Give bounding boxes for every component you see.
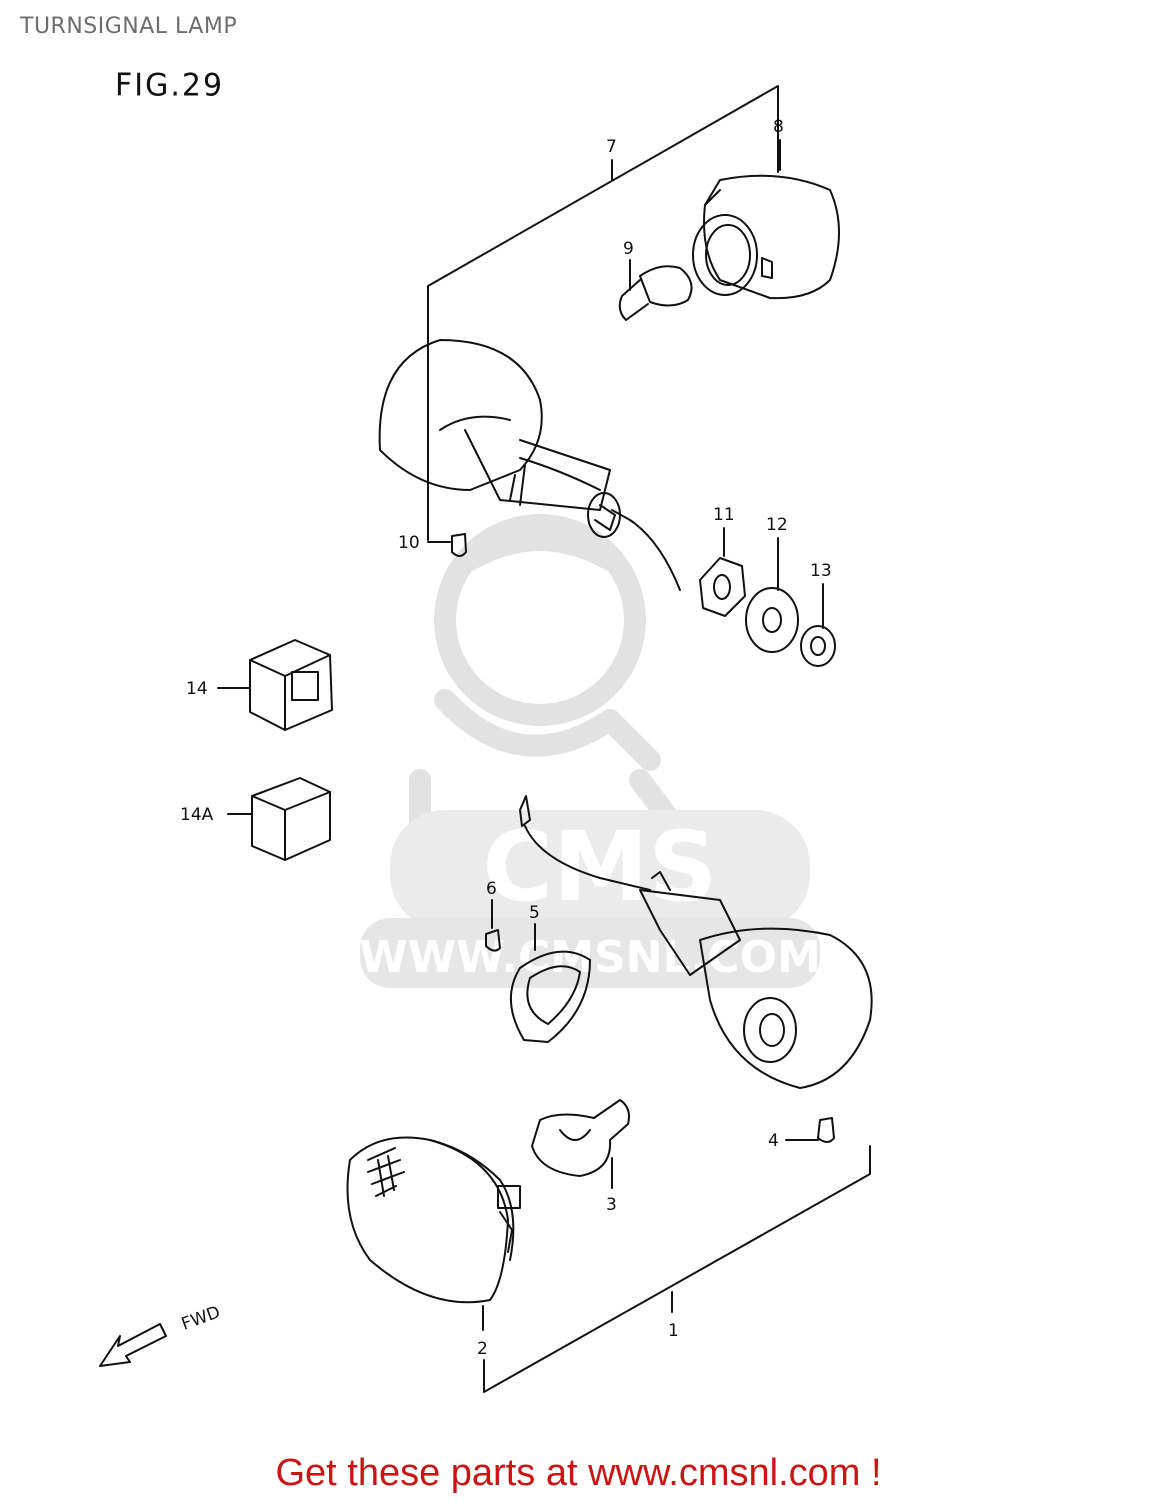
part-4-screw [817,1117,835,1143]
callout-1: 1 [668,1321,679,1341]
callout-8: 8 [773,117,784,137]
callout-2: 2 [477,1339,488,1359]
callout-9: 9 [623,239,634,259]
callout-4: 4 [768,1131,779,1151]
part-12-washer [745,587,799,653]
part-14a-relay [251,777,331,861]
part-13-nut [800,625,836,667]
part-9-bulb [618,265,693,321]
figure-number: FIG.29 [115,67,225,104]
callout-11: 11 [713,505,735,525]
fwd-label: FWD [179,1302,223,1334]
part-7-rear-signal-body [378,339,681,591]
callout-6: 6 [486,879,497,899]
footer-parts-link[interactable]: Get these parts at www.cmsnl.com ! [275,1452,882,1494]
callout-14a: 14A [180,805,214,825]
callout-7: 7 [606,137,617,157]
watermark-cms-text: CMS [482,811,717,923]
assembly-bracket-7 [427,85,779,541]
page-title: TURNSIGNAL LAMP [20,14,238,39]
callout-14: 14 [186,679,208,699]
part-3-bulb [531,1099,630,1177]
callout-3: 3 [606,1195,617,1215]
callout-5: 5 [529,903,540,923]
callout-12: 12 [766,515,788,535]
watermark-cms-badge: CMS WWW.CMSNL.COM [359,810,821,988]
watermark-url-text: WWW.CMSNL.COM [359,932,821,983]
part-2-front-lens [346,1136,521,1304]
front-signal-body [519,795,873,1089]
part-10-screw [427,533,467,557]
part-11-nut [699,557,746,617]
assembly-bracket-1 [483,1145,871,1393]
callout-13: 13 [810,561,832,581]
part-14-relay [249,639,333,731]
callout-10: 10 [398,533,420,553]
part-8-lens-housing [692,174,840,300]
arrow-left-icon [99,1323,167,1367]
part-6-screw [485,929,501,952]
part-5-gasket [509,950,591,1043]
